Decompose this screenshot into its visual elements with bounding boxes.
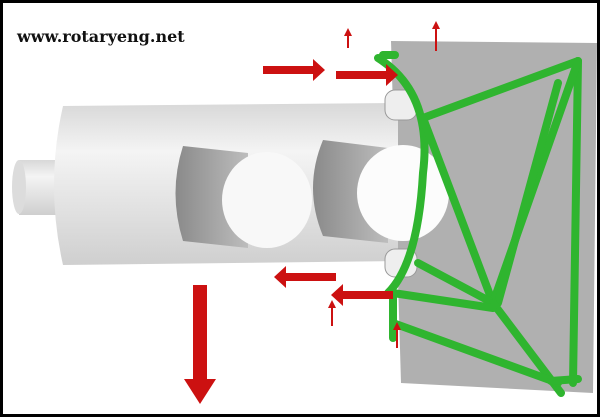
website-watermark: www.rotaryeng.net: [17, 27, 185, 46]
arrow-left-icon: [331, 284, 393, 306]
arrow-right-icon: [263, 59, 325, 81]
arrow-up-icon: [344, 28, 352, 48]
force-arrows: [184, 21, 440, 404]
arrow-up-icon: [432, 21, 440, 51]
arrow-down-icon: [184, 285, 216, 404]
arrow-left-icon: [274, 266, 336, 288]
render-illustration: [12, 21, 597, 404]
arrow-up-icon: [328, 300, 336, 326]
rotor-housing-left: [175, 146, 312, 248]
green-tube-frame: [374, 51, 582, 397]
arrow-up-icon: [393, 322, 401, 348]
rotor-housing-right: [313, 140, 449, 243]
arrow-right-icon: [336, 64, 398, 86]
